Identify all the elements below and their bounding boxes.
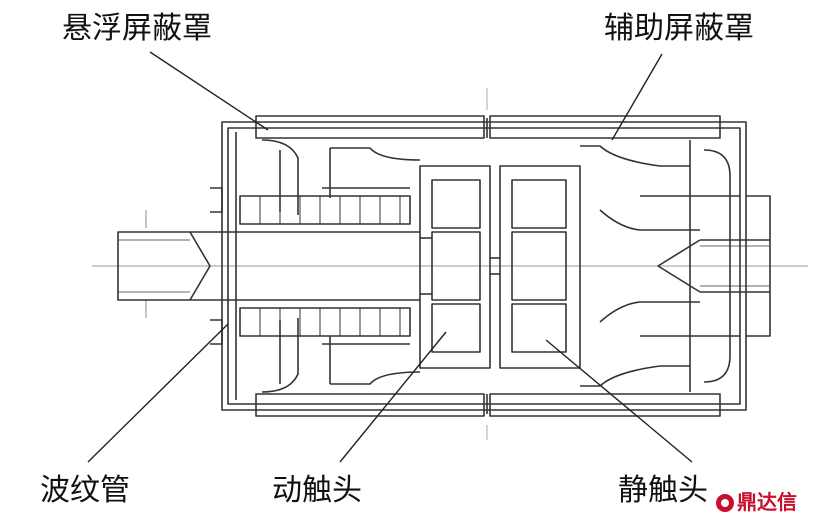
moving-contact [419, 165, 491, 369]
label-static-contact: 静触头 [618, 473, 708, 508]
label-bellows: 波纹管 [40, 473, 130, 508]
label-moving-contact: 动触头 [272, 473, 362, 508]
bellows [210, 187, 411, 345]
label-auxiliary-shield: 辅助屏蔽罩 [604, 11, 754, 46]
outer-housing [221, 115, 747, 417]
watermark-text: 鼎达信 [737, 490, 797, 514]
moving-stem [117, 231, 420, 301]
static-stem [599, 195, 771, 337]
static-contact [490, 165, 581, 369]
watermark-logo-icon [716, 494, 734, 512]
watermark: 鼎达信 [716, 492, 797, 512]
floating-shield [235, 132, 299, 400]
leader-lines [87, 51, 693, 463]
label-floating-shield: 悬浮屏蔽罩 [62, 11, 212, 46]
